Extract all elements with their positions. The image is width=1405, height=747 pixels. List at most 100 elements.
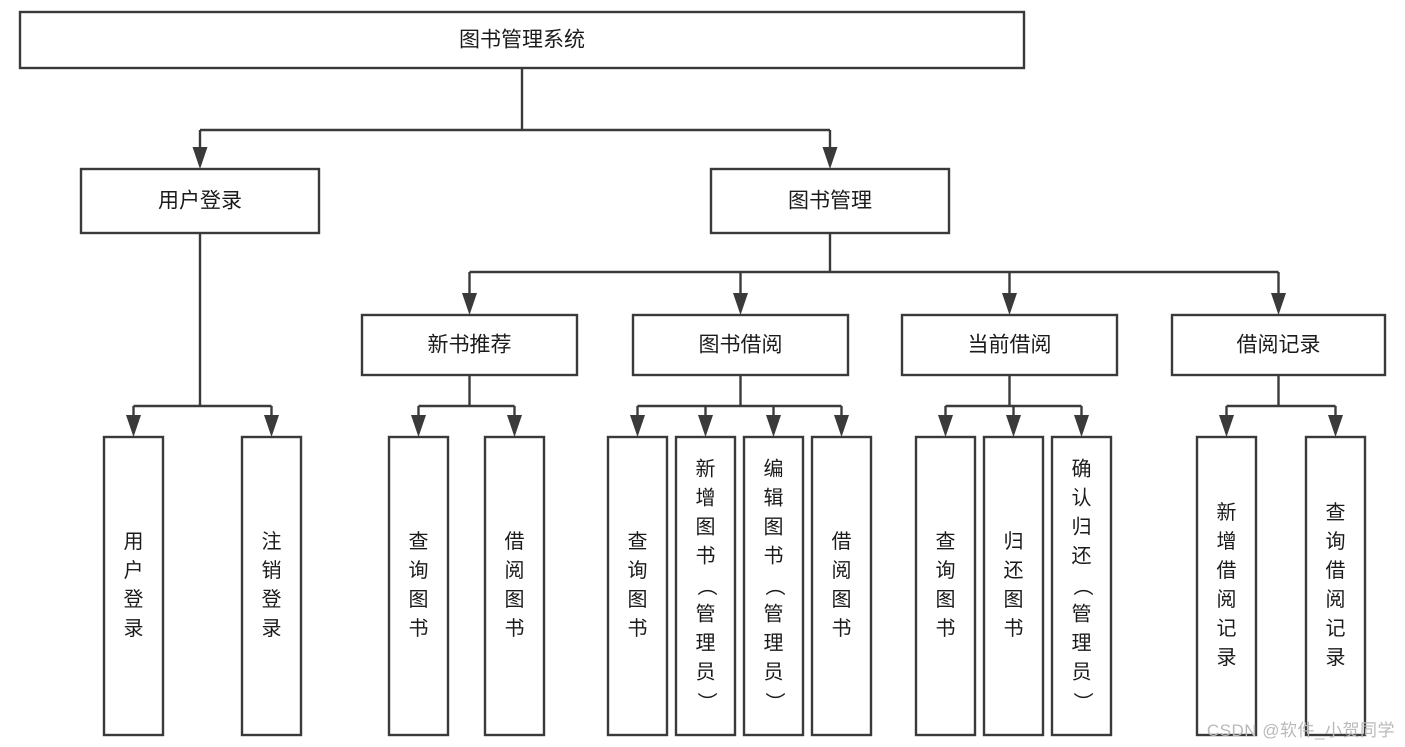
node-label-leaf-borrow-add: 增 xyxy=(696,486,716,509)
arrow-head-leaf-new-borrow xyxy=(507,415,522,437)
node-box-records xyxy=(1170,313,1387,377)
node-box-leaf-borrow-edit xyxy=(742,435,805,737)
arrow-head-newbook xyxy=(462,293,477,315)
node-label-leaf-record-add: 阅 xyxy=(1217,588,1237,611)
node-label-leaf-record-add: 记 xyxy=(1217,617,1237,640)
node-label-leaf-borrow-add: 员 xyxy=(696,661,716,683)
node-box-leaf-borrow-query xyxy=(606,435,669,737)
node-label-leaf-borrow-lend: 阅 xyxy=(832,559,852,582)
node-box-leaf-user-login xyxy=(102,435,165,737)
node-root[interactable]: 图书管理系统 xyxy=(18,10,1026,70)
arrow-head-leaf-current-return xyxy=(1006,415,1021,437)
node-label-leaf-current-confirm: 确 xyxy=(1072,457,1092,480)
node-label-leaf-record-query: 记 xyxy=(1326,617,1346,640)
arrow-head-records xyxy=(1271,293,1286,315)
node-box-login xyxy=(79,167,321,235)
node-label-leaf-borrow-edit: 管 xyxy=(764,602,784,625)
node-borrow[interactable]: 图书借阅 xyxy=(631,313,850,377)
node-label-leaf-record-query: 阅 xyxy=(1326,588,1346,611)
node-label-leaf-borrow-lend: 图 xyxy=(832,589,852,611)
node-box-newbook xyxy=(360,313,579,377)
node-label-leaf-current-return: 图 xyxy=(1004,589,1024,611)
node-label-leaf-current-confirm: 员 xyxy=(1072,661,1092,683)
node-label-leaf-borrow-query: 图 xyxy=(628,589,648,611)
node-label-leaf-current-confirm: 管 xyxy=(1072,602,1092,625)
node-label-leaf-user-logout: 录 xyxy=(262,618,282,640)
node-label-leaf-user-logout: 销 xyxy=(262,559,282,582)
node-label-leaf-current-query: 图 xyxy=(936,589,956,611)
node-label-leaf-new-borrow: 图 xyxy=(505,589,525,611)
edges-layer xyxy=(126,68,1343,437)
node-label-leaf-current-confirm: 归 xyxy=(1072,515,1092,538)
node-records[interactable]: 借阅记录 xyxy=(1170,313,1387,377)
node-box-leaf-current-query xyxy=(914,435,977,737)
arrow-head-leaf-current-confirm xyxy=(1074,415,1089,437)
arrow-head-leaf-user-login xyxy=(126,415,141,437)
node-box-leaf-borrow-lend xyxy=(810,435,873,737)
node-newbook[interactable]: 新书推荐 xyxy=(360,313,579,377)
arrow-head-leaf-borrow-edit xyxy=(766,415,781,437)
node-box-leaf-current-return xyxy=(982,435,1045,737)
node-label-leaf-new-borrow: 阅 xyxy=(505,559,525,582)
node-label-leaf-record-add: 录 xyxy=(1217,647,1237,669)
node-label-leaf-borrow-add: 图 xyxy=(696,516,716,538)
node-label-leaf-record-query: 录 xyxy=(1326,647,1346,669)
arrow-head-login xyxy=(192,147,208,169)
node-label-leaf-borrow-add: 管 xyxy=(696,602,716,625)
arrow-head-current xyxy=(1002,293,1017,315)
node-label-leaf-borrow-edit: 编 xyxy=(764,457,784,480)
arrow-head-borrow xyxy=(733,293,748,315)
node-label-leaf-new-query: 查 xyxy=(409,530,429,553)
node-current[interactable]: 当前借阅 xyxy=(900,313,1119,377)
node-bookmgmt[interactable]: 图书管理 xyxy=(709,167,951,235)
node-leaf-user-login[interactable]: 用户登录 xyxy=(102,435,165,737)
node-label-leaf-record-query: 询 xyxy=(1326,530,1346,553)
node-label-current: 当前借阅 xyxy=(968,334,1052,357)
node-label-newbook: 新书推荐 xyxy=(428,334,512,357)
node-label-leaf-borrow-query: 书 xyxy=(628,617,648,640)
node-box-leaf-record-query xyxy=(1304,435,1367,737)
node-label-leaf-user-login: 用 xyxy=(124,531,144,553)
arrow-head-leaf-borrow-add xyxy=(698,415,713,437)
node-box-leaf-borrow-add xyxy=(674,435,737,737)
node-box-leaf-record-add xyxy=(1195,435,1258,737)
node-label-leaf-current-query: 询 xyxy=(936,559,956,582)
node-label-login: 用户登录 xyxy=(158,190,242,213)
node-label-records: 借阅记录 xyxy=(1237,334,1321,357)
node-label-leaf-record-add: 新 xyxy=(1217,501,1237,524)
node-label-leaf-record-query: 借 xyxy=(1326,559,1346,582)
node-box-leaf-new-borrow xyxy=(483,435,546,737)
arrow-head-leaf-borrow-lend xyxy=(834,415,849,437)
arrow-head-leaf-borrow-query xyxy=(630,415,645,437)
node-login[interactable]: 用户登录 xyxy=(79,167,321,235)
arrow-head-leaf-current-query xyxy=(938,415,953,437)
node-label-leaf-borrow-edit: 员 xyxy=(764,661,784,683)
node-label-bookmgmt: 图书管理 xyxy=(788,190,872,213)
node-label-leaf-borrow-lend: 借 xyxy=(832,530,852,553)
node-box-leaf-current-confirm xyxy=(1050,435,1113,737)
node-label-leaf-borrow-add: ） xyxy=(695,692,718,712)
node-label-leaf-borrow-edit: ） xyxy=(763,692,786,712)
node-box-current xyxy=(900,313,1119,377)
node-label-borrow: 图书借阅 xyxy=(699,334,783,357)
node-label-leaf-current-query: 查 xyxy=(936,530,956,553)
node-label-leaf-borrow-add: 新 xyxy=(696,457,716,480)
node-label-leaf-user-login: 户 xyxy=(124,559,144,582)
arrow-head-leaf-record-add xyxy=(1219,415,1234,437)
node-box-leaf-user-logout xyxy=(240,435,303,737)
node-box-leaf-new-query xyxy=(387,435,450,737)
node-label-leaf-current-confirm: 理 xyxy=(1072,632,1092,654)
